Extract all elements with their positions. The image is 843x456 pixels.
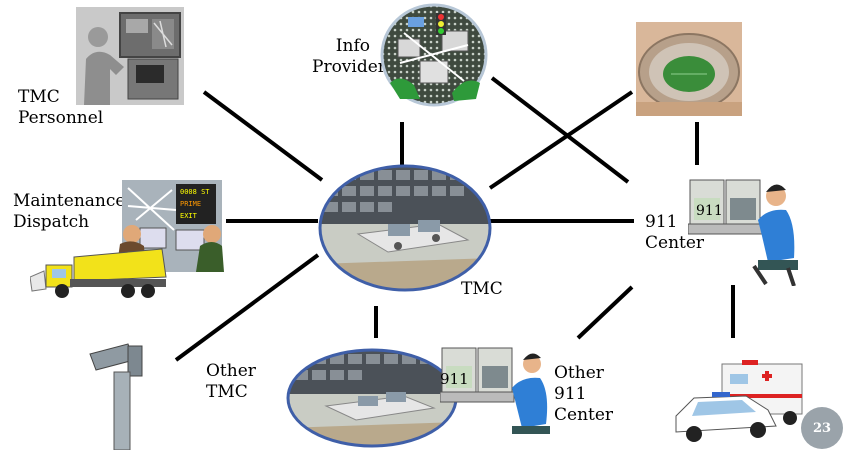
center-911-label: 911 Center xyxy=(645,212,704,254)
tmc-image xyxy=(318,164,492,292)
info-provider-label: Info xyxy=(330,36,370,57)
traffic-camera-image xyxy=(88,342,148,451)
link-911-other911 xyxy=(576,285,634,340)
other-tmc-line2: TMC xyxy=(206,382,248,402)
other-911-line1: Other xyxy=(554,363,604,383)
info-provider-line1: Info xyxy=(335,36,370,56)
info-provider-line2: Provider xyxy=(312,57,386,77)
other-911-line2: 911 xyxy=(554,384,587,404)
tmc-personnel-label: TMC Personnel xyxy=(18,87,103,129)
center-911-image: 911 xyxy=(687,174,800,287)
link-info-911 xyxy=(490,76,630,184)
info-provider-label-2: Provider xyxy=(312,57,386,78)
tmc-personnel-line1: TMC xyxy=(18,87,60,107)
tmc-personnel-image xyxy=(76,7,184,105)
tmc-label: TMC xyxy=(461,279,503,299)
maintenance-dispatch-label: Maintenance Dispatch xyxy=(13,191,125,233)
maintenance-line2: Dispatch xyxy=(13,212,90,232)
emergency-vehicles-image xyxy=(672,360,812,450)
other-tmc-line1: Other xyxy=(206,361,256,381)
stadium-image xyxy=(636,22,742,116)
maintenance-line1: Maintenance xyxy=(13,191,126,211)
svg-text:0008 ST: 0008 ST xyxy=(180,188,210,196)
link-camera-tmc xyxy=(174,253,320,362)
slide-number-badge: 23 xyxy=(801,407,843,449)
svg-text:EXIT: EXIT xyxy=(180,212,198,220)
other-tmc-image xyxy=(286,348,458,448)
tmc-personnel-line2: Personnel xyxy=(18,108,104,128)
center-911-line2: Center xyxy=(645,233,705,253)
other-911-label: Other 911 Center xyxy=(554,363,613,426)
other-911-image: 911 xyxy=(439,344,552,444)
svg-text:PRIME: PRIME xyxy=(180,200,201,208)
other-911-line3: Center xyxy=(554,405,614,425)
other-tmc-label: Other TMC xyxy=(206,361,256,403)
link-stadium-tmc xyxy=(488,90,634,190)
other-screen-911-text: 911 xyxy=(440,370,469,388)
link-personnel-tmc xyxy=(202,90,324,182)
center-911-line1: 911 xyxy=(645,212,678,232)
screen-911-text: 911 xyxy=(696,203,723,219)
info-provider-image xyxy=(380,3,488,107)
snowplow-truck-image xyxy=(29,247,168,301)
